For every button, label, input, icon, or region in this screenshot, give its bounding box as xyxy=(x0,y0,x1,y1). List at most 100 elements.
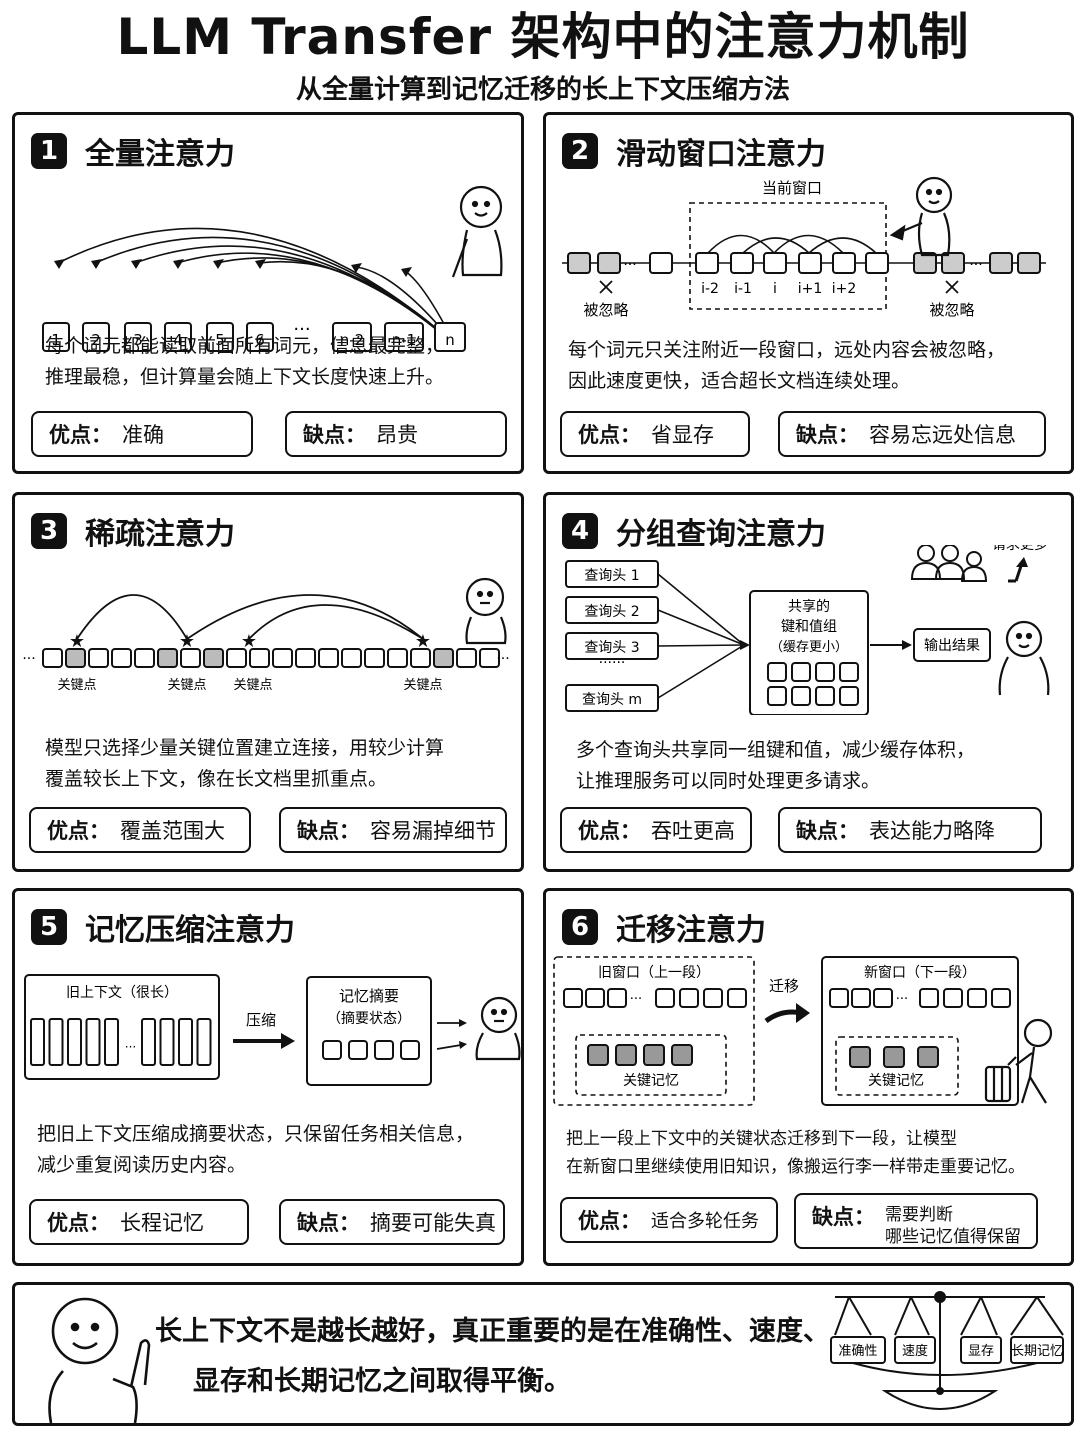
summary-cell xyxy=(322,1040,342,1060)
panel-description: 每个词元都能读取前面所有词元，信息最完整， 推理最稳，但计算量会随上下文长度快速… xyxy=(45,331,444,393)
kv-cell xyxy=(815,686,835,706)
token-box xyxy=(246,322,274,352)
context-bar xyxy=(30,1018,45,1066)
panel-description: 每个词元只关注附近一段窗口，远处内容会被忽略， 因此速度更快，适合超长文档连续处… xyxy=(568,335,1005,397)
panel-description: 把上一段上下文中的关键状态迁移到下一段，让模型 在新窗口里继续使用旧知识，像搬运… xyxy=(566,1125,1025,1181)
balance-scale-icon: 准确性速度显存长期记忆 xyxy=(830,1291,1064,1410)
head-arrow xyxy=(657,644,745,699)
context-bar xyxy=(178,1018,193,1066)
token-box xyxy=(332,322,372,352)
person-icon xyxy=(889,176,953,257)
sparse-arcs xyxy=(76,594,424,640)
token-label: 3 xyxy=(133,331,143,349)
token-box xyxy=(341,648,362,668)
token-box xyxy=(434,322,466,352)
pro-label: 优点： xyxy=(578,819,641,843)
context-bars: ··· xyxy=(30,1018,212,1066)
token-box xyxy=(991,988,1011,1008)
key-label: 关键点 xyxy=(167,678,206,693)
pro-value: 吞吐更高 xyxy=(651,819,735,843)
panel-title: 滑动窗口注意力 xyxy=(616,137,826,172)
token-box xyxy=(865,252,889,274)
panel-number: 6 xyxy=(562,909,598,945)
pointing-person-icon xyxy=(48,1297,151,1424)
desc-line: 每个词元只关注附近一段窗口，远处内容会被忽略， xyxy=(568,339,1006,361)
token-box xyxy=(798,252,822,274)
token-box xyxy=(679,988,699,1008)
panel-header: 4 分组查询注意力 xyxy=(562,509,826,553)
panel-memory-compression: 5 记忆压缩注意力 旧上下文（很长） ··· 压缩 记忆摘要 （摘要状态） 把旧… xyxy=(12,888,524,1266)
con-pill: 缺点：容易忘远处信息 xyxy=(778,411,1046,457)
token-box xyxy=(1017,252,1041,274)
ignored-label-left: 被忽略 xyxy=(583,301,628,319)
up-arrow-icon xyxy=(1008,557,1028,583)
scale-labels: 准确性速度显存长期记忆 xyxy=(830,1336,1064,1364)
ellipsis: ··· xyxy=(969,257,982,273)
token-label: n-2 xyxy=(340,331,364,349)
con-value-line: 需要判断 xyxy=(885,1205,953,1225)
old-window-label: 旧窗口（上一段） xyxy=(598,964,710,981)
pro-pill: 优点：适合多轮任务 xyxy=(560,1197,778,1243)
person-icon xyxy=(451,185,503,278)
token-box xyxy=(563,988,583,1008)
panel-description: 模型只选择少量关键位置建立连接，用较少计算 覆盖较长上下文，像在长文档里抓重点。 xyxy=(45,733,444,795)
con-value: 摘要可能失真 xyxy=(370,1211,496,1235)
token-box xyxy=(206,322,234,352)
token-box xyxy=(295,648,316,668)
summary-label: （摘要状态） xyxy=(327,1010,411,1027)
key-label: 关键点 xyxy=(233,678,272,693)
token-label: n-1 xyxy=(392,331,416,349)
desc-line: 推理最稳，但计算量会随上下文长度快速上升。 xyxy=(45,366,445,388)
desc-line: 减少重复阅读历史内容。 xyxy=(37,1154,247,1176)
users-icon xyxy=(910,545,988,582)
token-box xyxy=(730,252,754,274)
context-bar xyxy=(141,1018,156,1066)
con-pill: 缺点：表达能力略降 xyxy=(778,807,1042,853)
con-pill: 缺点：摘要可能失真 xyxy=(279,1199,505,1245)
pro-label: 优点： xyxy=(578,423,641,447)
pro-pill: 优点：准确 xyxy=(31,411,253,457)
token-box xyxy=(157,648,178,668)
ellipsis: ··· xyxy=(125,1040,136,1054)
desc-line: 多个查询头共享同一组键和值，减少缓存体积， xyxy=(576,739,976,761)
pro-value: 准确 xyxy=(122,423,164,447)
token-box xyxy=(203,648,224,668)
token-box xyxy=(873,988,893,1008)
ellipsis: ··· xyxy=(22,651,35,667)
panel-number: 5 xyxy=(31,909,67,945)
scale-label: 显存 xyxy=(968,1344,994,1359)
panel-description: 多个查询头共享同一组键和值，减少缓存体积， 让推理服务可以同时处理更多请求。 xyxy=(576,735,975,797)
token-box xyxy=(829,988,849,1008)
svg-text:★: ★ xyxy=(415,631,431,652)
star-markers: ★ ★ ★ ★ xyxy=(69,631,431,652)
token-box xyxy=(111,648,132,668)
token-box xyxy=(919,988,939,1008)
panel-header: 1 全量注意力 xyxy=(31,129,235,173)
key-memory-cell xyxy=(643,1044,665,1066)
con-value: 昂贵 xyxy=(376,423,418,447)
token-box xyxy=(226,648,247,668)
token-box xyxy=(433,648,454,668)
panel-title: 分组查询注意力 xyxy=(616,517,826,552)
arrow-heads xyxy=(54,259,412,277)
page-subtitle: 从全量计算到记忆迁移的长上下文压缩方法 xyxy=(295,75,790,105)
token-box xyxy=(364,648,385,668)
panel-title: 稀疏注意力 xyxy=(85,517,235,552)
ellipsis: ··· xyxy=(293,319,310,340)
svg-text:★: ★ xyxy=(69,631,85,652)
query-head-label: 查询头 2 xyxy=(584,604,639,620)
new-key-cells xyxy=(849,1046,939,1068)
con-pill: 缺点：容易漏掉细节 xyxy=(279,807,507,853)
token-box xyxy=(727,988,747,1008)
shared-label: 共享的 xyxy=(788,598,830,615)
pro-value: 覆盖范围大 xyxy=(120,819,225,843)
conclusion-text: 长上下文不是越长越好，真正重要的是在准确性、速度、 显存和长期记忆之间取得平衡。 xyxy=(155,1307,830,1407)
desc-line: 模型只选择少量关键位置建立连接，用较少计算 xyxy=(45,737,445,759)
token-box xyxy=(832,252,856,274)
panel-number: 2 xyxy=(562,133,598,169)
conclusion-line: 显存和长期记忆之间取得平衡。 xyxy=(193,1366,571,1397)
con-label: 缺点： xyxy=(303,423,366,447)
output-box xyxy=(913,628,991,662)
